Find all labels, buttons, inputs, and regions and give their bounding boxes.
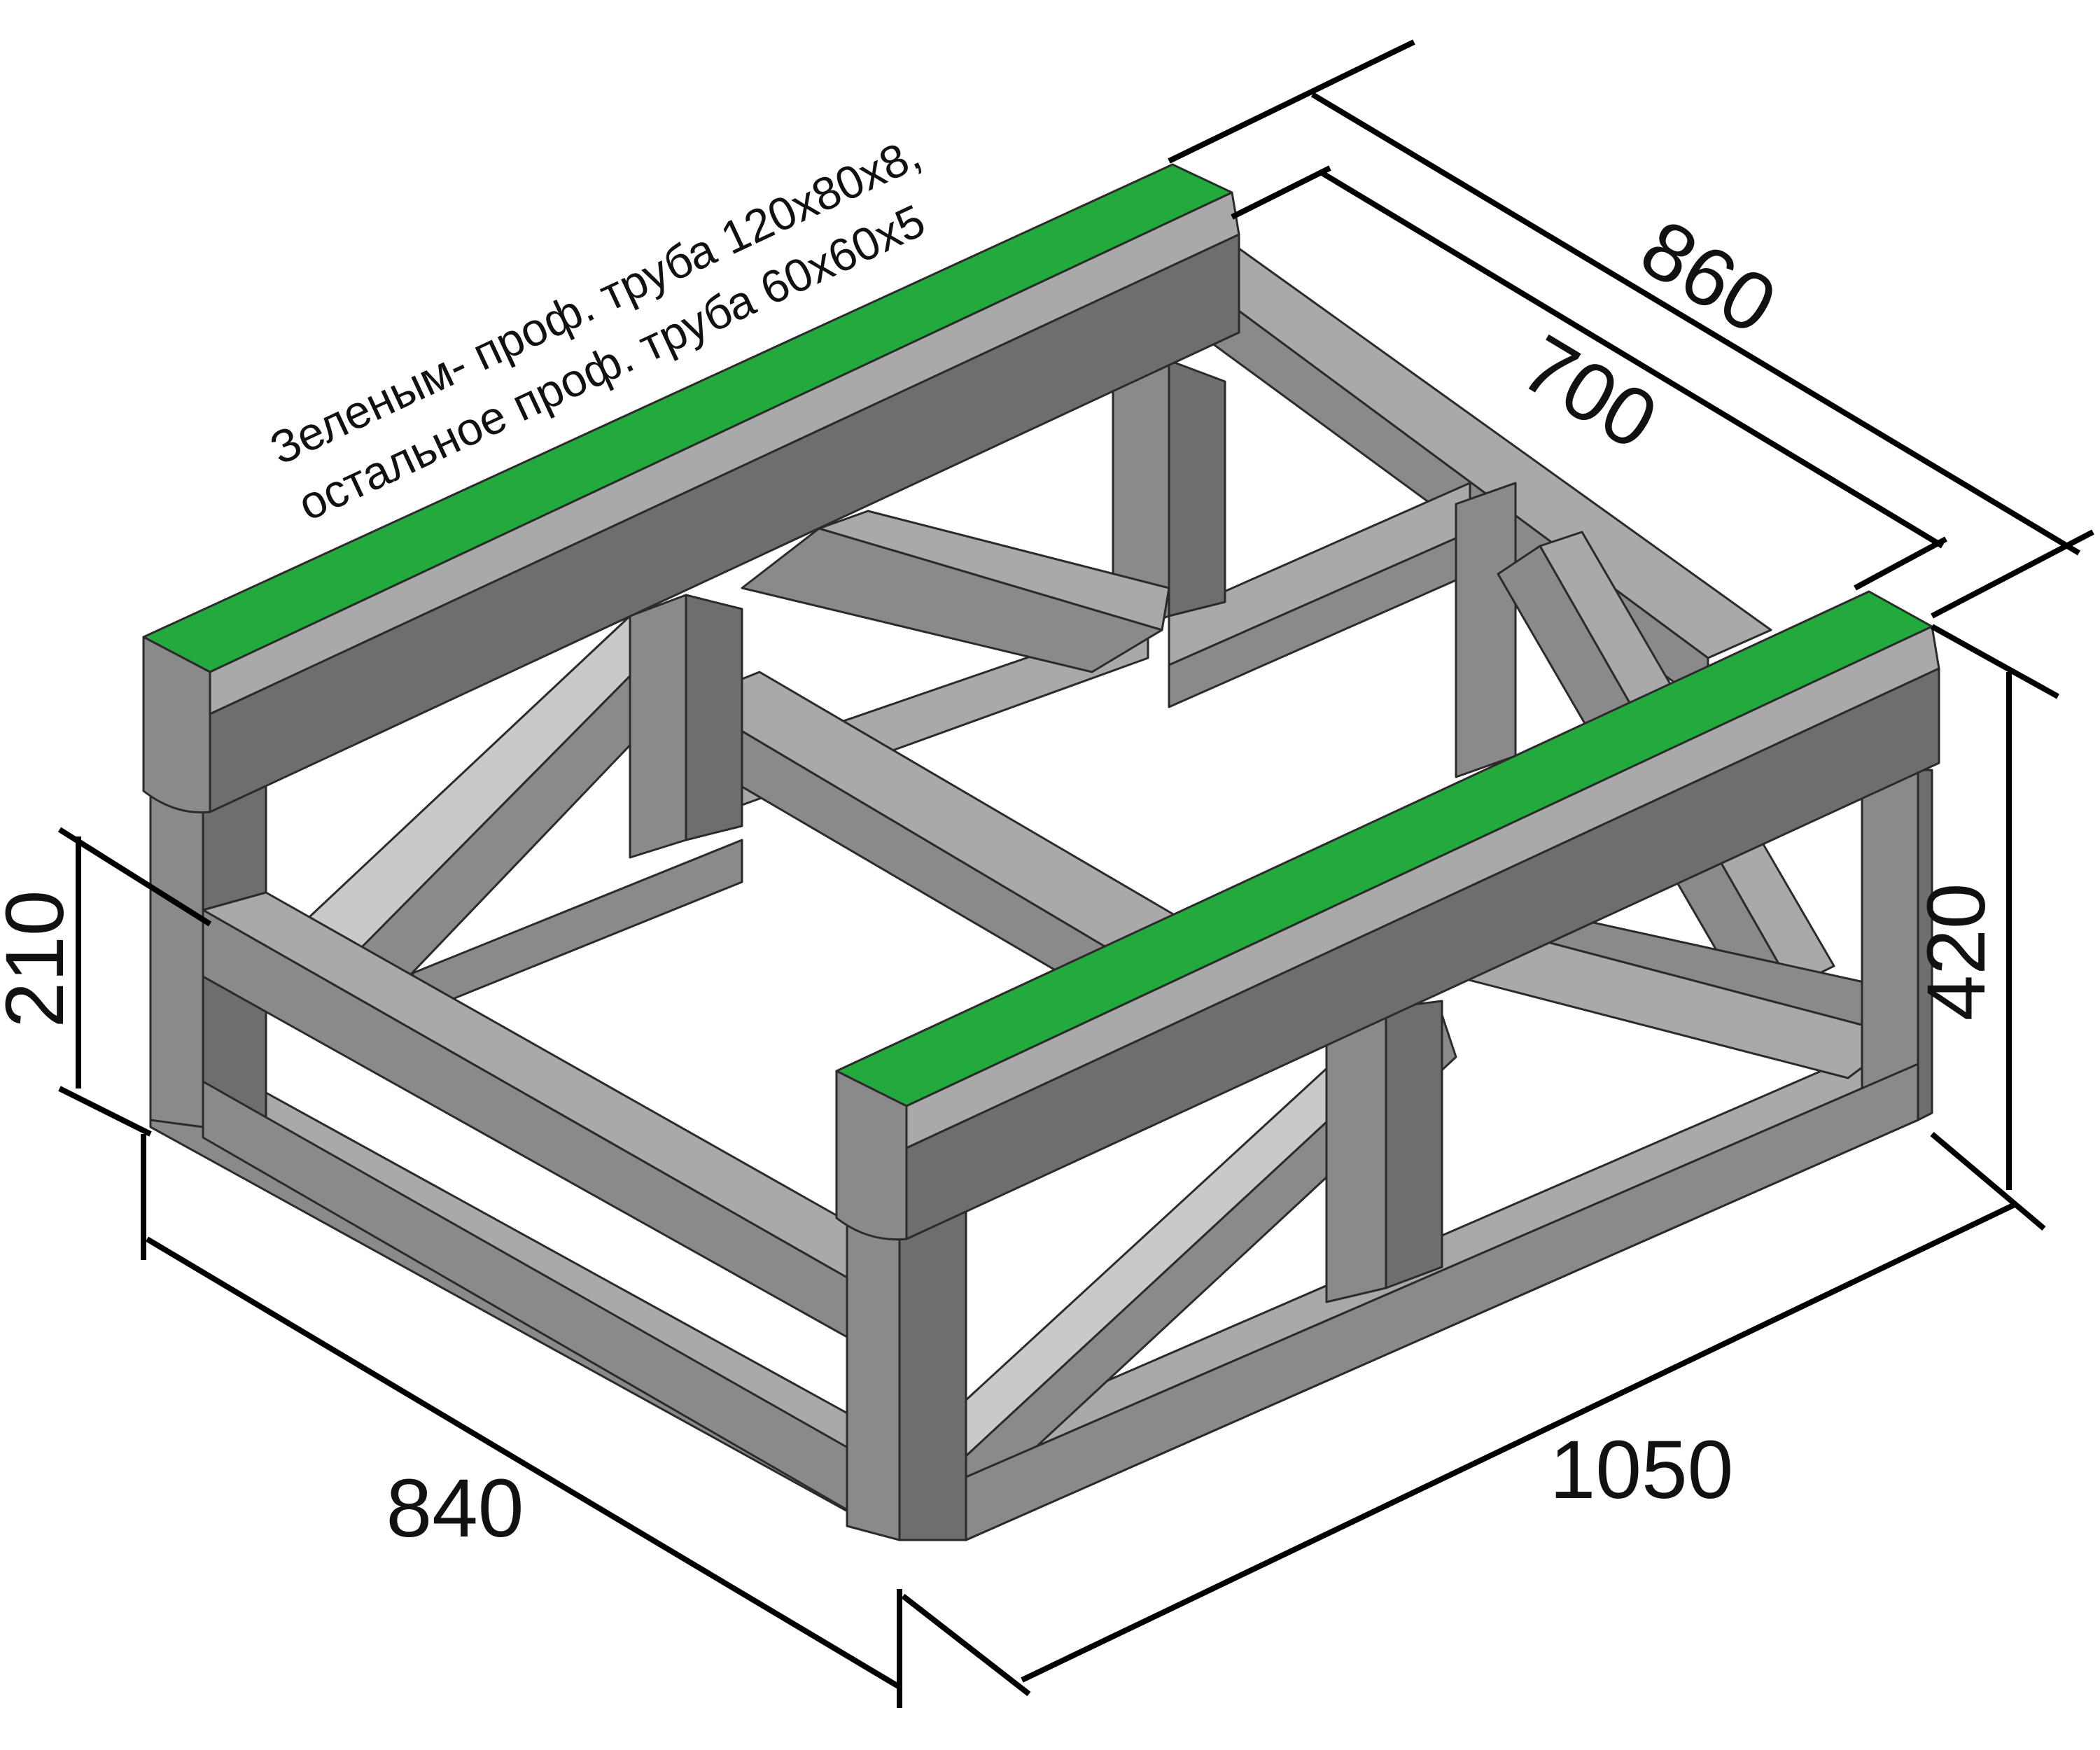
left-rail-end <box>142 636 211 814</box>
left-inner-post <box>629 594 687 859</box>
right-rail-end <box>835 1070 908 1241</box>
frame-structure <box>149 247 1933 1541</box>
rear-right-post <box>1861 769 1919 1114</box>
front-left-post <box>149 769 204 1128</box>
dimensions <box>57 39 2094 1708</box>
dim-label-210: 210 <box>0 890 81 1028</box>
dim-label-700: 700 <box>1506 317 1672 468</box>
top-rails <box>142 163 1940 1241</box>
back-post-right <box>1455 482 1517 778</box>
right-inner-post <box>1325 1007 1387 1303</box>
dim-label-420: 420 <box>1910 883 2003 1021</box>
dim-label-1050: 1050 <box>1550 1424 1734 1516</box>
dim-label-840: 840 <box>386 1462 524 1555</box>
dim-label-860: 860 <box>1625 202 1791 352</box>
